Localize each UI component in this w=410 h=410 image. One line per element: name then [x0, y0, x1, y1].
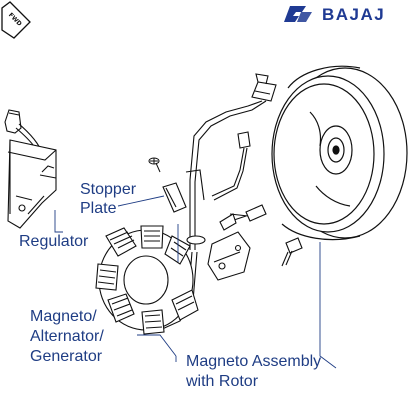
stopper-plate-part	[162, 182, 187, 213]
bajaj-logo-icon	[284, 6, 312, 22]
stopper-plate-label-line2: Plate	[80, 200, 117, 217]
rotor-bolt	[281, 237, 303, 267]
stator-coil	[141, 309, 165, 335]
regulator-label: Regulator	[19, 233, 89, 250]
stator-coil	[105, 227, 137, 257]
assembly-label-line2: with Rotor	[186, 373, 259, 390]
brand-name: BAJAJ	[322, 5, 386, 24]
leader-line-regulator	[54, 210, 63, 233]
magneto-label-line3: Generator	[30, 348, 103, 365]
stator-coil	[171, 289, 199, 321]
magneto-label-line2: Alternator/	[30, 328, 104, 345]
leader-line-magneto	[137, 334, 177, 357]
leader-line-assembly-right	[319, 242, 337, 369]
wire-harness	[157, 73, 277, 331]
leader-lines	[54, 195, 337, 369]
stator-part	[95, 225, 199, 335]
rotor-flywheel-part	[271, 65, 408, 241]
stator-coil	[140, 225, 164, 249]
small-screw	[148, 157, 161, 173]
stator-coil	[107, 293, 135, 323]
magneto-label-line1: Magneto/	[30, 308, 97, 325]
stator-coil	[95, 263, 119, 291]
assembly-label-line1: Magneto Assembly	[186, 353, 322, 370]
regulator-part	[4, 109, 57, 229]
stator-coil	[164, 235, 191, 265]
leader-line-stopper-plate	[117, 195, 165, 207]
pickup-coil-part	[207, 204, 267, 281]
fwd-badge: FWD	[1, 1, 31, 39]
stopper-plate-label-line1: Stopper	[80, 181, 137, 198]
